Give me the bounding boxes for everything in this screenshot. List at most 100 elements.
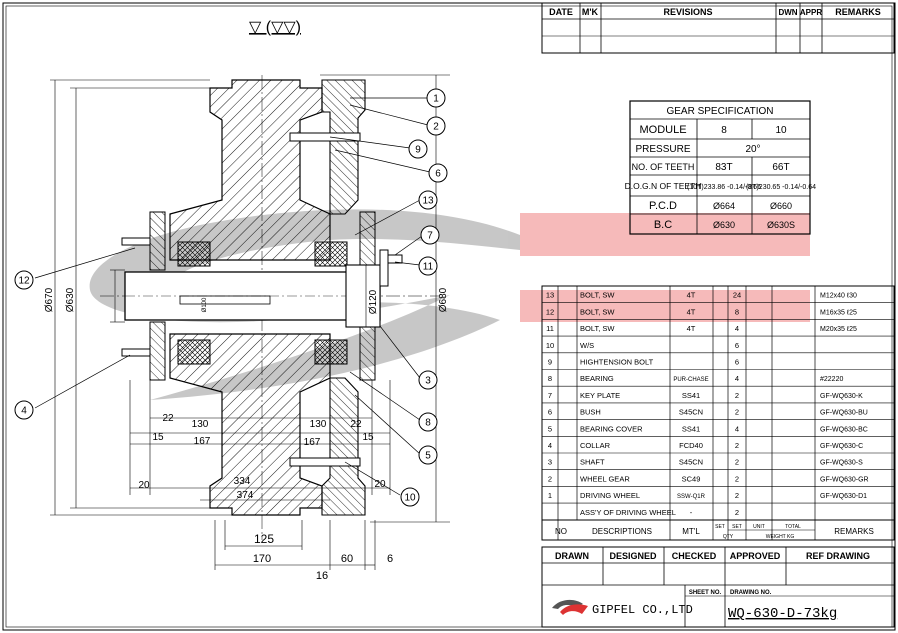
parts-row-remarks: M12x40 ℓ30 — [820, 293, 857, 300]
parts-row-mtl: S45CN — [679, 408, 703, 417]
parts-row-qty: 6 — [735, 341, 739, 350]
parts-row-no: 7 — [548, 391, 552, 400]
parts-row-no: 3 — [548, 458, 552, 467]
rev-header-revisions: REVISIONS — [663, 7, 712, 17]
parts-header-remarks: REMARKS — [834, 527, 874, 536]
parts-row-desc: BOLT, SW — [580, 291, 615, 300]
parts-row-no: 4 — [548, 441, 552, 450]
parts-header-qty: QTY — [723, 534, 734, 540]
parts-row-remarks: GF-WQ630-S — [820, 460, 863, 467]
revisions-table: DATE M'K REVISIONS DWN APPR REMARKS — [541, 2, 895, 54]
gear-row-b: Ø630S — [767, 220, 795, 230]
dim-15-right: 15 — [362, 432, 374, 443]
dim-125: 125 — [254, 532, 274, 546]
dim-22-left: 22 — [162, 413, 174, 424]
parts-row-remarks: #22220 — [820, 376, 843, 383]
parts-row-remarks: GF-WQ630-C — [820, 443, 863, 450]
parts-row-mtl: FCD40 — [679, 441, 703, 450]
dim-d670: Ø670 — [44, 287, 55, 312]
parts-row-qty: 2 — [735, 474, 739, 483]
parts-row-remarks: M20x35 ℓ25 — [820, 326, 857, 333]
parts-row-no: 10 — [546, 341, 554, 350]
title-approved: APPROVED — [730, 551, 781, 561]
parts-row-qty: 4 — [735, 324, 739, 333]
parts-row-qty: 2 — [735, 391, 739, 400]
dim-60: 60 — [341, 553, 353, 565]
parts-row-qty: 8 — [735, 307, 739, 316]
rev-header-date: DATE — [549, 7, 573, 17]
title-block: DRAWN DESIGNED CHECKED APPROVED REF DRAW… — [541, 546, 895, 628]
parts-row-desc: KEY PLATE — [580, 391, 620, 400]
balloon-label: 13 — [422, 196, 434, 207]
dim-d100: Ø100 — [202, 297, 208, 312]
gear-row-a: Ø664 — [713, 201, 735, 211]
parts-header-no: NO — [555, 527, 567, 536]
dim-20-left: 20 — [138, 480, 150, 491]
balloon-circle — [400, 487, 420, 507]
parts-row-remarks: GF-WQ630-K — [820, 393, 863, 400]
gear-row-b: 66T — [772, 162, 789, 173]
parts-row-qty: 6 — [735, 358, 739, 367]
parts-row-desc: ASS'Y OF DRIVING WHEEL — [580, 508, 676, 517]
balloon-circle — [428, 163, 448, 183]
parts-row-remarks: GF-WQ630-D1 — [820, 493, 867, 500]
gear-row-b: Ø660 — [770, 201, 792, 211]
gear-row-label: NO. OF TEETH — [632, 162, 695, 172]
parts-row-desc: HIGHTENSION BOLT — [580, 358, 654, 367]
parts-row-no: 5 — [548, 424, 552, 433]
drawing-number: WQ-630-D-73kg — [728, 606, 837, 622]
parts-row-mtl: 4T — [687, 324, 696, 333]
balloon-label: 8 — [425, 418, 431, 429]
parts-row-desc: BUSH — [580, 408, 601, 417]
parts-row-no: 12 — [546, 307, 554, 316]
gear-row-a: 8 — [721, 125, 727, 136]
title-ref-drawing: REF DRAWING — [806, 551, 870, 561]
parts-header-weight: WEIGHT KG — [766, 534, 795, 540]
parts-row-desc: SHAFT — [580, 458, 605, 467]
balloon-label: 12 — [18, 276, 30, 287]
balloon-circle — [14, 400, 34, 420]
parts-row-qty: 2 — [735, 491, 739, 500]
parts-header-set2: SET — [732, 524, 742, 530]
dim-d680: Ø680 — [438, 287, 449, 312]
parts-row-mtl: - — [690, 508, 693, 517]
balloon-circle — [418, 256, 438, 276]
parts-header-unit: UNIT — [753, 524, 765, 530]
dim-15-left: 15 — [152, 432, 164, 443]
title-drawn: DRAWN — [555, 551, 589, 561]
dim-16: 16 — [316, 570, 328, 582]
parts-row-desc: W/S — [580, 341, 594, 350]
gear-row-label: PRESSURE — [635, 144, 690, 155]
parts-header-total: TOTAL — [785, 524, 801, 530]
parts-row-no: 11 — [546, 324, 554, 333]
balloon-label: 7 — [427, 231, 433, 242]
rev-header-mk: M'K — [582, 7, 599, 17]
gear-spec-title: GEAR SPECIFICATION — [666, 106, 773, 117]
dim-334: 334 — [234, 476, 251, 487]
title-designed: DESIGNED — [609, 551, 657, 561]
dim-130-left: 130 — [192, 419, 209, 430]
parts-row-no: 9 — [548, 358, 552, 367]
parts-row-no: 13 — [546, 291, 554, 300]
balloon-label: 3 — [425, 376, 431, 387]
rev-header-dwn: DWN — [778, 8, 797, 17]
parts-row-mtl: 4T — [687, 307, 696, 316]
dim-170: 170 — [253, 553, 271, 565]
parts-row-qty: 2 — [735, 408, 739, 417]
parts-row-desc: BEARING — [580, 374, 614, 383]
dim-130-right: 130 — [310, 419, 327, 430]
gear-row-label: P.C.D — [649, 200, 677, 212]
balloon-label: 2 — [433, 122, 439, 133]
balloon-circle — [418, 370, 438, 390]
parts-row-qty: 2 — [735, 441, 739, 450]
wheel-assembly-section — [34, 74, 450, 570]
parts-row-mtl: SS41 — [682, 391, 700, 400]
dim-167-left: 167 — [194, 436, 211, 447]
parts-row-qty: 4 — [735, 424, 739, 433]
parts-row-mtl: S45CN — [679, 458, 703, 467]
parts-row-qty: 24 — [733, 291, 741, 300]
dim-d630: Ø630 — [65, 287, 76, 312]
balloon-label: 6 — [435, 169, 441, 180]
